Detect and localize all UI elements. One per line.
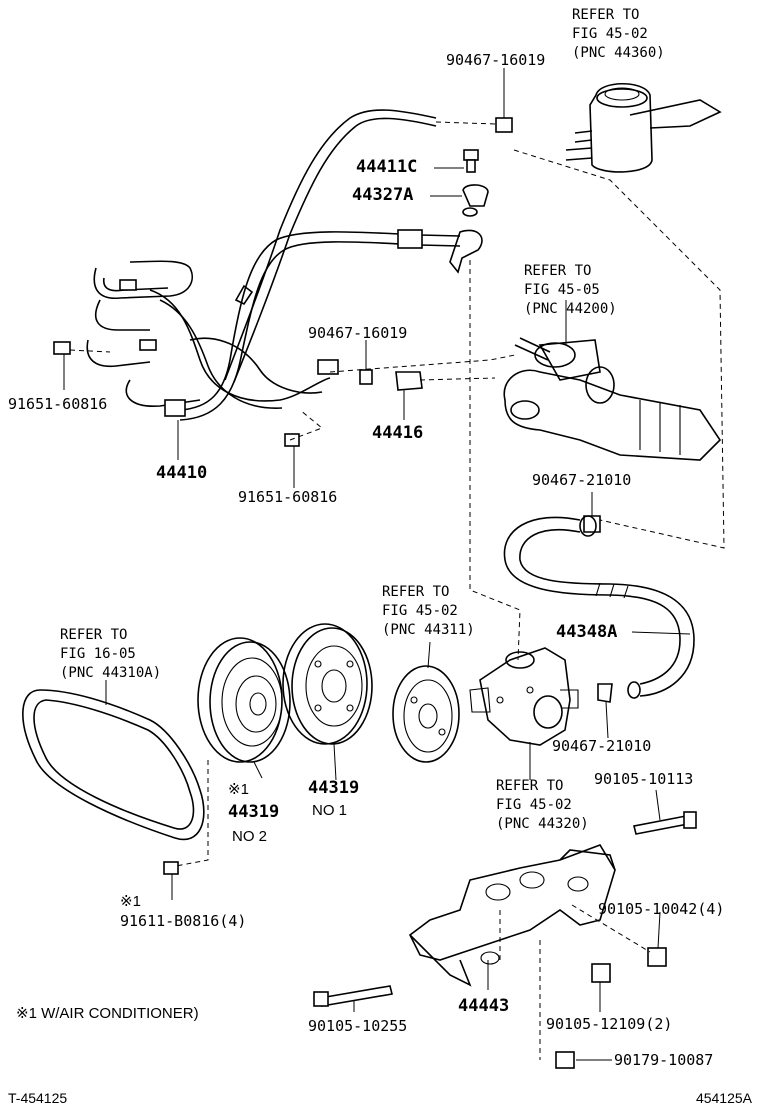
small-fittings-drawing [53,117,613,703]
part-label-44348a: 44348A [556,622,618,642]
ref-reservoir-line1: REFER TO [572,7,640,23]
vane-pump-drawing [469,647,579,746]
part-label-bolt-10042: 90105-10042(4) [598,900,725,918]
part-label-44410: 44410 [156,463,208,483]
gear-housing-drawing [503,337,722,461]
part-label-44443: 44443 [458,996,510,1016]
ref-gear-line1: REFER TO [524,263,592,279]
ref-belt-line3: (PNC 44310A) [60,665,162,681]
ref-pump-pulley-line1: REFER TO [382,584,450,600]
ref-reservoir-line3: (PNC 44360) [572,45,665,61]
part-label-pulley-no1: 44319 [308,778,360,798]
dashed-reference-lines [69,121,725,1060]
ref-gear: REFER TO FIG 45-05 (PNC 44200) [524,262,617,319]
pulley-no2-drawing [197,637,291,763]
ref-pump-line3: (PNC 44320) [496,816,589,832]
ref-gear-line3: (PNC 44200) [524,301,617,317]
part-label-bolt-mid: 91651-60816 [238,488,338,506]
part-label-clip-top: 90467-16019 [446,51,546,69]
part-mark-pulley-no2: ※1 [228,781,249,798]
bracket-44443-drawing [408,844,616,987]
pump-pulley-drawing [392,665,460,763]
part-label-44416: 44416 [372,423,424,443]
ref-reservoir-line2: FIG 45-02 [572,26,648,42]
part-label-nut-10087: 90179-10087 [614,1051,714,1069]
reservoir-drawing [565,83,722,173]
ref-belt-line2: FIG 16-05 [60,646,136,662]
drive-belt-drawing [22,689,205,841]
part-label-clamp-upper: 90467-21010 [532,471,632,489]
part-label-bolt-10255: 90105-10255 [308,1017,408,1035]
pipe-44410-drawing [86,260,339,417]
part-sub-pulley-no1: NO 1 [312,802,348,819]
footer-illustration-id-right: 454125A [695,1090,752,1106]
ref-pump-pulley-line2: FIG 45-02 [382,603,458,619]
ref-reservoir: REFER TO FIG 45-02 (PNC 44360) [572,6,665,63]
pulley-no1-drawing [282,623,373,745]
part-sub-pulley-no2: NO 2 [232,828,268,845]
ref-belt: REFER TO FIG 16-05 (PNC 44310A) [60,626,161,683]
hose-44348a-drawing [503,515,695,699]
ref-pump-pulley: REFER TO FIG 45-02 (PNC 44311) [382,583,475,640]
part-label-44327a: 44327A [352,185,414,205]
part-label-pulley-no2: 44319 [228,802,280,822]
pipe-assembly-drawing [179,109,483,421]
part-label-clamp-lower: 90467-21010 [552,737,652,755]
leader-lines [63,68,691,1061]
ref-belt-line1: REFER TO [60,627,128,643]
part-label-bolt-10113: 90105-10113 [594,770,694,788]
ref-pump: REFER TO FIG 45-02 (PNC 44320) [496,777,589,834]
ref-gear-line2: FIG 45-05 [524,282,600,298]
footnote-air-conditioner: ※1 W/AIR CONDITIONER) [16,1005,199,1022]
ref-pump-line1: REFER TO [496,778,564,794]
part-label-bolt-12109: 90105-12109(2) [546,1015,673,1033]
part-label-bolt-left: 91651-60816 [8,395,108,413]
ref-pump-line2: FIG 45-02 [496,797,572,813]
part-label-bolt-b0816: 91611-B0816(4) [120,912,247,930]
part-label-44411c: 44411C [356,157,418,177]
part-label-clip-mid: 90467-16019 [308,324,408,342]
part-mark-bolt-b0816: ※1 [120,893,141,910]
ref-pump-pulley-line3: (PNC 44311) [382,622,475,638]
bolts-drawing [163,811,697,1069]
footer-illustration-id-left: T-454125 [8,1090,68,1106]
